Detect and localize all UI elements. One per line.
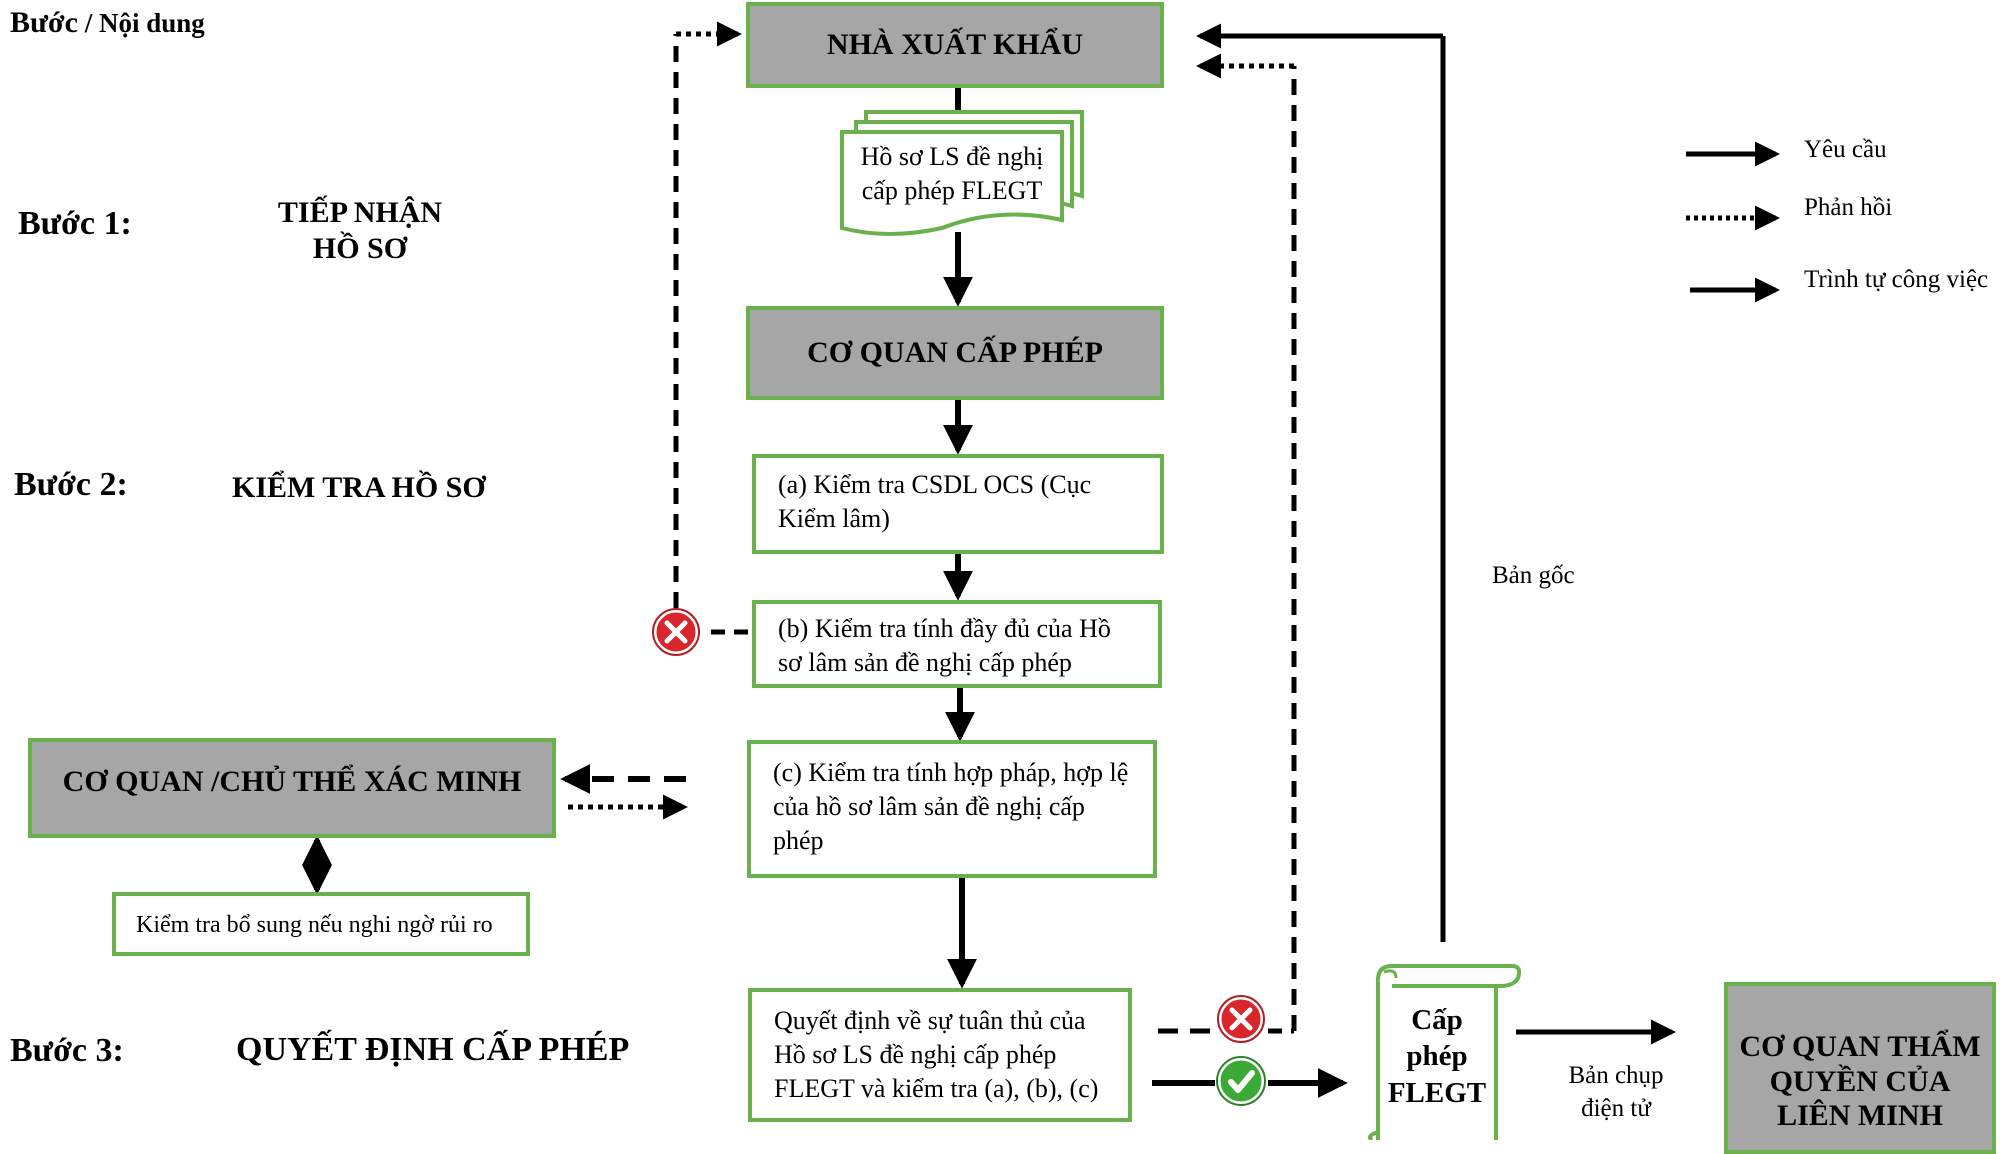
license-scroll-icon bbox=[1368, 964, 1522, 1140]
license-label-line1: Cấp bbox=[1411, 1004, 1463, 1036]
legend-request-label: Yêu cầu bbox=[1804, 136, 1887, 163]
step-3-name: QUYẾT ĐỊNH CẤP PHÉP bbox=[236, 1031, 630, 1068]
original-label: Bản gốc bbox=[1492, 562, 1575, 589]
electronic-copy-line1: Bản chụp bbox=[1568, 1062, 1664, 1089]
eu-authority-line1: CƠ QUAN THẨM bbox=[1739, 1030, 1981, 1064]
eu-authority-box: CƠ QUAN THẨM QUYỀN CỦA LIÊN MINH bbox=[1724, 982, 1996, 1154]
eu-authority-line2: QUYỀN CỦA bbox=[1769, 1064, 1951, 1098]
check-b-box: (b) Kiểm tra tính đầy đủ của Hồ sơ lâm s… bbox=[752, 600, 1162, 688]
license-label: Cấp phép FLEGT bbox=[1380, 1002, 1494, 1111]
dossier-document-icon bbox=[840, 110, 1084, 236]
step-1-name-line1: TIẾP NHẬN bbox=[277, 196, 443, 229]
header-title-rest: / Nội dung bbox=[77, 8, 205, 38]
check-a-box: (a) Kiểm tra CSDL OCS (Cục Kiểm lâm) bbox=[752, 454, 1164, 554]
legend-sequence-label: Trình tự công việc bbox=[1804, 266, 1989, 293]
dossier-label-line2: cấp phép FLEGT bbox=[861, 175, 1043, 205]
green-check-icon bbox=[1216, 1056, 1266, 1106]
dossier-label-line1: Hồ sơ LS đề nghị bbox=[860, 142, 1044, 171]
licensing-authority-box: CƠ QUAN CẤP PHÉP bbox=[746, 306, 1164, 400]
step-1-name: TIẾP NHẬN HỒ SƠ bbox=[260, 195, 460, 267]
exporter-box: NHÀ XUẤT KHẨU bbox=[746, 2, 1164, 88]
step-2-label: Bước 2: bbox=[14, 466, 128, 503]
header-title-bold: Bước bbox=[10, 6, 78, 39]
header-title: Bước / Nội dung bbox=[10, 6, 205, 40]
step-1-label: Bước 1: bbox=[18, 205, 132, 242]
decision-box: Quyết định về sự tuân thủ của Hồ sơ LS đ… bbox=[748, 988, 1132, 1122]
verifier-box: CƠ QUAN /CHỦ THỂ XÁC MINH bbox=[28, 738, 556, 838]
step-1-name-line2: HỒ SƠ bbox=[312, 232, 408, 265]
check-c-box: (c) Kiểm tra tính hợp pháp, hợp lệ của h… bbox=[747, 740, 1157, 878]
electronic-copy-line2: điện tử bbox=[1581, 1094, 1651, 1122]
electronic-copy-label: Bản chụp điện tử bbox=[1546, 1060, 1686, 1125]
step-2-name: KIỂM TRA HỒ SƠ bbox=[232, 471, 486, 504]
dossier-label: Hồ sơ LS đề nghị cấp phép FLEGT bbox=[852, 140, 1052, 208]
extra-check-box: Kiểm tra bổ sung nếu nghi ngờ rủi ro bbox=[112, 892, 530, 956]
legend-response-label: Phản hồi bbox=[1804, 194, 1893, 221]
license-label-line3: FLEGT bbox=[1387, 1076, 1487, 1109]
eu-authority-line3: LIÊN MINH bbox=[1777, 1099, 1943, 1133]
red-x-icon bbox=[652, 608, 700, 656]
red-x-icon bbox=[1217, 995, 1265, 1043]
license-label-line2: phép bbox=[1406, 1040, 1468, 1073]
step-3-label: Bước 3: bbox=[10, 1032, 124, 1069]
